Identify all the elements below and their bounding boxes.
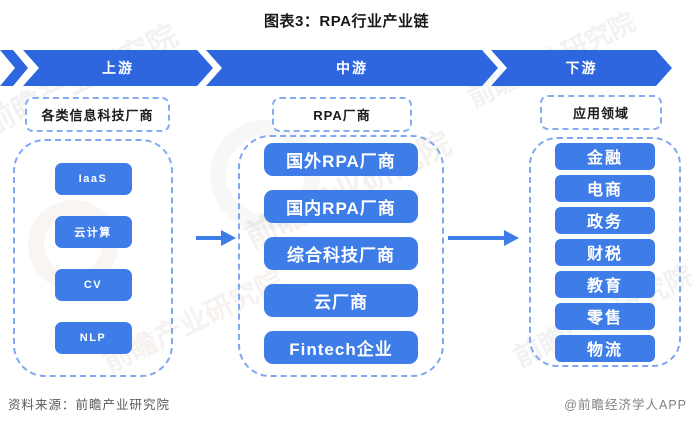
chain-item: 物流 <box>555 334 655 362</box>
banner-segment-label: 中游 <box>336 60 368 76</box>
credit-note: @前瞻经济学人APP <box>564 398 687 412</box>
banner-segment-upstream: 上游 <box>23 50 213 86</box>
upstream-group: IaaS 云计算 CV NLP <box>13 139 173 377</box>
upstream-header-label: 各类信息科技厂商 <box>41 108 154 123</box>
upstream-header-box: 各类信息科技厂商 <box>25 97 170 132</box>
chain-item: 云计算 <box>54 215 132 248</box>
downstream-header-box: 应用领域 <box>540 95 662 130</box>
downstream-header-label: 应用领域 <box>572 106 629 121</box>
chevron-tail-icon <box>0 50 28 86</box>
chain-item: 云厂商 <box>264 284 418 317</box>
chain-item: Fintech企业 <box>264 331 418 364</box>
banner-segment-label: 下游 <box>565 60 598 76</box>
chain-item: NLP <box>54 321 132 354</box>
chain-item: 国外RPA厂商 <box>264 143 418 176</box>
page-title: 图表3：RPA行业产业链 <box>264 13 429 30</box>
chain-item: 零售 <box>555 302 655 330</box>
banner-segment-downstream: 下游 <box>491 50 672 86</box>
midstream-header-label: RPA厂商 <box>313 108 371 123</box>
chain-item: CV <box>54 268 132 301</box>
arrow-right-icon <box>196 230 236 246</box>
chain-stage-banner: 上游 中游 下游 <box>0 50 672 86</box>
chain-item: 综合科技厂商 <box>264 237 418 270</box>
chain-item: 教育 <box>555 270 655 298</box>
chain-item: IaaS <box>54 162 132 195</box>
chain-item: 财税 <box>555 238 655 266</box>
chain-item: 电商 <box>555 174 655 202</box>
banner-segment-label: 上游 <box>102 60 134 76</box>
midstream-header-box: RPA厂商 <box>272 97 412 132</box>
arrow-right-icon <box>448 230 519 246</box>
source-note: 资料来源：前瞻产业研究院 <box>8 398 171 412</box>
banner-segment-midstream: 中游 <box>206 50 498 86</box>
chain-item: 金融 <box>555 142 655 170</box>
chain-item: 政务 <box>555 206 655 234</box>
chain-item: 国内RPA厂商 <box>264 190 418 223</box>
downstream-group: 金融 电商 政务 财税 教育 零售 物流 <box>529 137 681 367</box>
midstream-group: 国外RPA厂商 国内RPA厂商 综合科技厂商 云厂商 Fintech企业 <box>238 135 444 377</box>
